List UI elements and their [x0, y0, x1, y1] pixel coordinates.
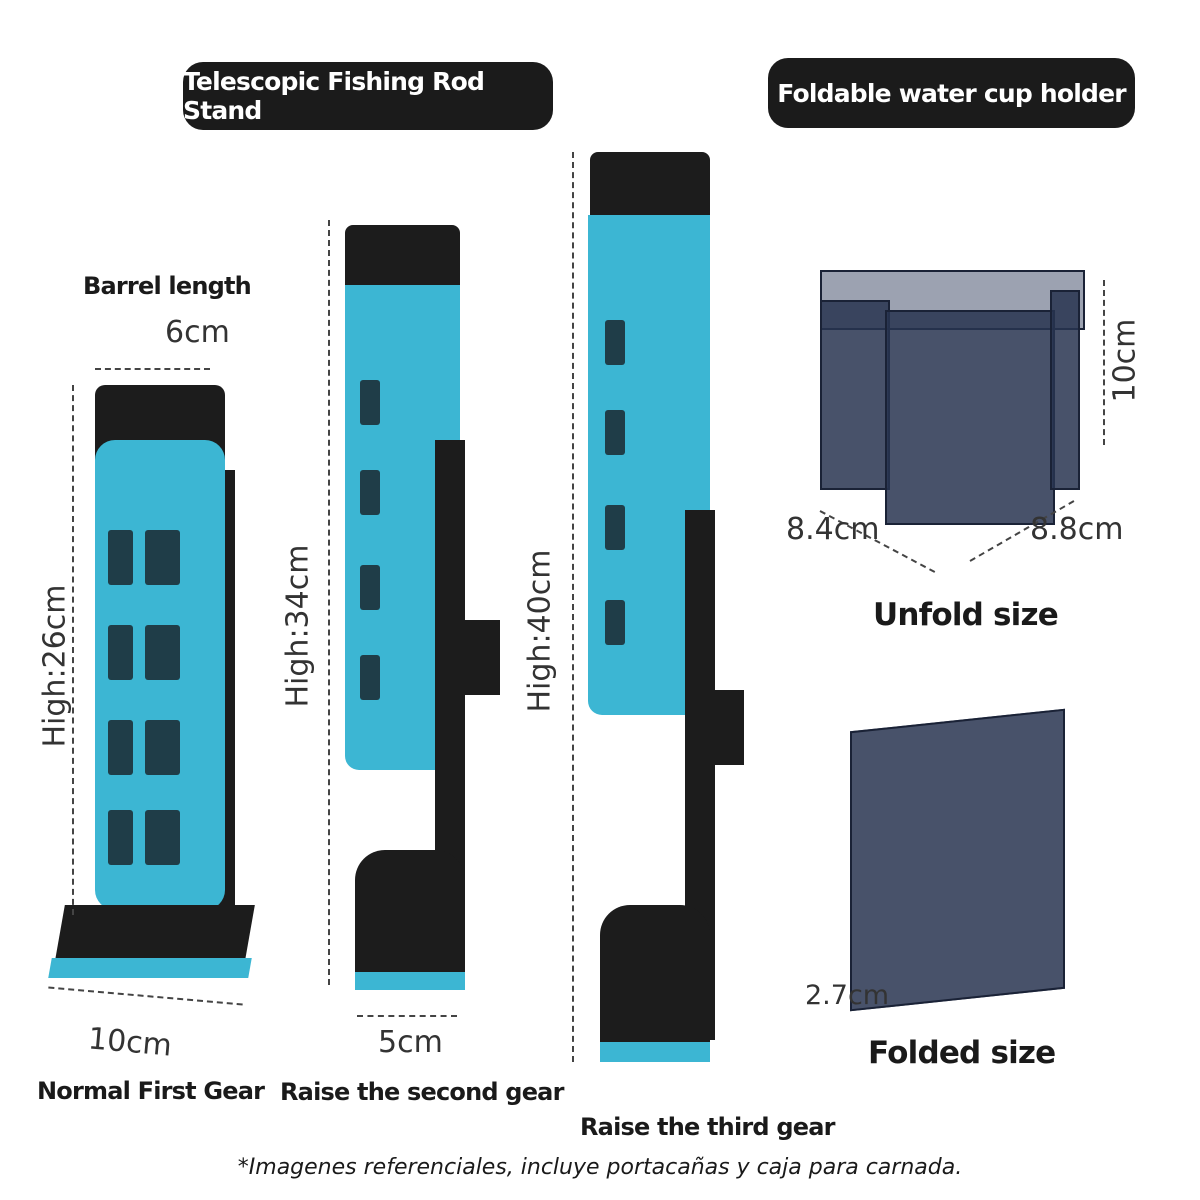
barrel-length-label: Barrel length: [83, 272, 252, 300]
barrel-width-dimension: 6cm: [165, 315, 230, 350]
header-cup-holder: Foldable water cup holder: [768, 58, 1135, 128]
rod1-base-width-dimension: 10cm: [86, 1021, 174, 1064]
footer-disclaimer: *Imagenes referenciales, incluye portaca…: [237, 1155, 963, 1180]
rod2-base-width-dimension: 5cm: [378, 1025, 443, 1060]
folded-size-caption: Folded size: [868, 1035, 1056, 1071]
rod3-height-dimension: High:40cm: [522, 549, 558, 713]
rod2-caption: Raise the second gear: [280, 1078, 564, 1106]
rod1-height-dimension: High:26cm: [37, 584, 73, 748]
header-rod-stand: Telescopic Fishing Rod Stand: [183, 62, 553, 130]
unfold-width-dimension: 8.8cm: [1030, 512, 1124, 547]
rod1-caption: Normal First Gear: [37, 1077, 265, 1105]
folded-thickness-dimension: 2.7cm: [805, 980, 890, 1011]
rod3-caption: Raise the third gear: [580, 1113, 835, 1141]
unfold-height-dimension: 10cm: [1107, 318, 1143, 403]
rod2-height-dimension: High:34cm: [280, 544, 316, 708]
unfold-depth-dimension: 8.4cm: [786, 512, 880, 547]
unfold-size-caption: Unfold size: [873, 597, 1059, 633]
